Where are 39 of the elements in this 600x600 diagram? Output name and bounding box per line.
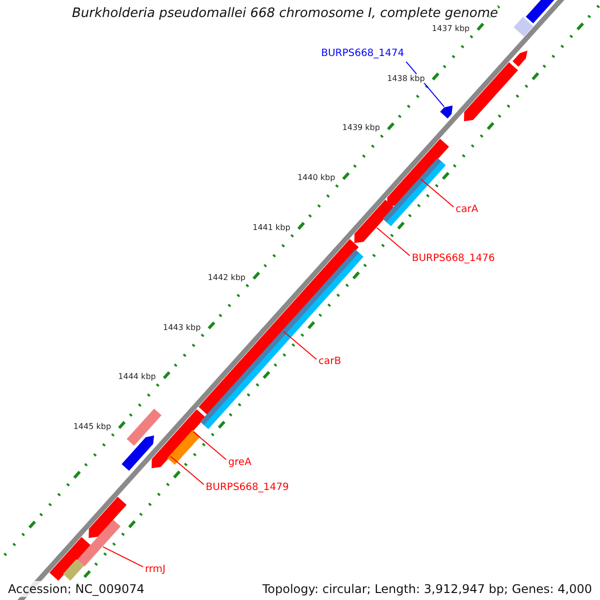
gene-block: [387, 138, 449, 207]
scale-label: 1440 kbp: [297, 173, 336, 182]
gene-block: [514, 16, 534, 37]
gene-label: BURPS668_1474: [321, 48, 404, 59]
gene-block: [464, 62, 518, 122]
leader-line: [170, 456, 204, 486]
gene-block: [126, 408, 162, 446]
scale-label: 1438 kbp: [387, 74, 425, 83]
gene-block: [77, 520, 121, 566]
gene-block: [167, 430, 200, 465]
gene-block: [152, 432, 185, 468]
gene-label: greA: [228, 456, 252, 468]
leader-line: [192, 431, 227, 460]
gene-block: [63, 559, 84, 581]
gene-block: [88, 496, 127, 538]
leader-line: [283, 330, 317, 360]
gene-block: [440, 106, 453, 118]
leader-line: [102, 546, 144, 568]
gene-label: rrmJ: [144, 564, 166, 575]
gene-label: carA: [456, 204, 478, 216]
footer-text: Accession: NC_009074: [6, 581, 146, 597]
gene-block: [354, 200, 394, 243]
scale-label: 1439 kbp: [342, 123, 380, 132]
footer-text: Topology: circular; Length: 3,912,947 bp; Genes: 4,000: [260, 581, 594, 597]
gene-label: BURPS668_1479: [206, 482, 289, 493]
leader-line: [376, 227, 410, 256]
scale-label: 1445 kbp: [73, 422, 112, 432]
gene-block: [49, 537, 90, 581]
scale-label: 1437 kbp: [432, 24, 470, 33]
gene-label: carB: [318, 356, 342, 368]
gene-block: [512, 50, 528, 67]
leader-line: [420, 178, 454, 208]
scale-label: 1442 kbp: [208, 272, 246, 282]
map-title: Burkholderia pseudomallei 668 chromosome I, complete genome: [72, 6, 498, 21]
scale-label: 1441 kbp: [252, 222, 290, 232]
scale-label: 1444 kbp: [118, 372, 156, 382]
gene-label: BURPS668_1476: [412, 252, 495, 264]
gene-block: [122, 436, 154, 471]
scale-label: 1443 kbp: [162, 322, 201, 332]
